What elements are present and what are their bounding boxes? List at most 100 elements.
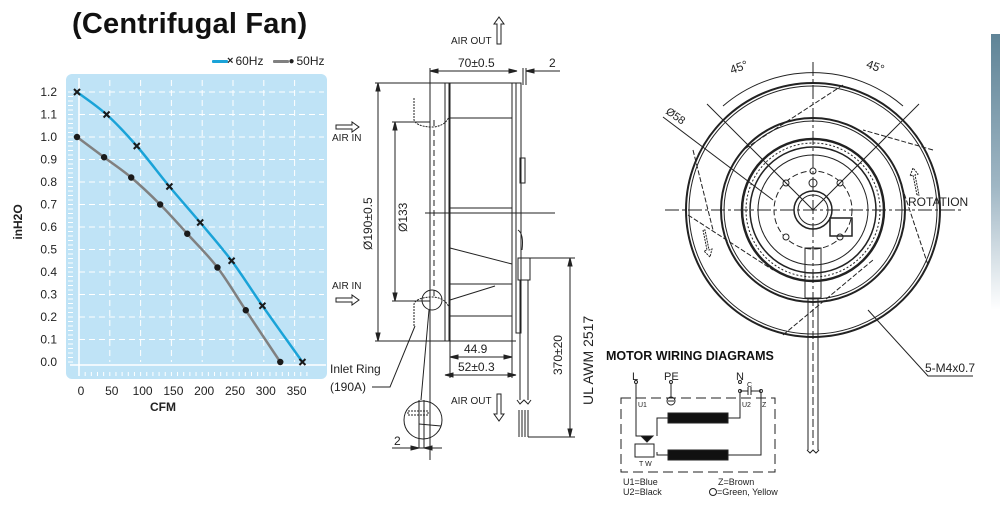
chart-legend: × 60Hz ● 50Hz: [212, 54, 325, 68]
inlet-ring-top: [413, 98, 451, 128]
data-point-x-marker: [298, 358, 307, 366]
performance-chart: 0.00.10.20.30.40.50.60.70.80.91.01.11.2 …: [11, 74, 327, 414]
terminal-l-label: L: [632, 371, 638, 383]
legend-marker-x-icon: ×: [227, 55, 234, 67]
y-axis-label: inH2O: [11, 204, 25, 239]
motor-enclosure: [620, 397, 776, 473]
legend-label-50hz: 50Hz: [296, 54, 325, 68]
dim-arrows-width: [429, 68, 518, 74]
cable-length-label: 370±20: [551, 335, 565, 375]
cable-break: [516, 399, 532, 405]
dim-52-label: 52±0.3: [458, 360, 495, 374]
air-out-down-arrow-icon: [493, 393, 505, 422]
thermal-protector-icon: [639, 435, 655, 443]
angle-ray-left: [706, 103, 814, 211]
series-60hz: [73, 88, 307, 366]
bolt-circle-leader: [662, 116, 774, 201]
bolt-circle-label: Ø58: [663, 106, 687, 128]
inlet-ring-leader: [372, 325, 416, 388]
legend-u2: U2=Black: [623, 487, 662, 497]
y-tick-label: 0.2: [40, 310, 57, 324]
data-point-dot-marker: [277, 358, 284, 366]
wire-tw-top: [656, 417, 668, 436]
back-plate: [515, 82, 522, 334]
wire-u2: [728, 392, 741, 419]
data-point-x-marker: [73, 88, 81, 96]
wiring-heading: MOTOR WIRING DIAGRAMS: [606, 349, 774, 363]
detail-circle: [421, 289, 443, 311]
u1-label: U1: [638, 402, 647, 409]
legend-u1: U1=Blue: [623, 477, 658, 487]
legend-item-60hz: × 60Hz: [212, 54, 263, 68]
blade-slant-2: [449, 285, 496, 301]
inlet-ring-bottom: [413, 296, 451, 326]
cable-dim-arrows: [567, 257, 573, 438]
rotation-label: ROTATION: [908, 195, 968, 209]
data-point-dot-marker: [73, 133, 81, 141]
air-in-bottom-arrow-icon: [335, 294, 360, 306]
dim-arrows-449: [449, 354, 513, 360]
dim-outer-dia-label: Ø190±0.5: [361, 197, 375, 250]
cable-bend: [517, 229, 523, 251]
inlet-ring-label-1: Inlet Ring: [330, 362, 381, 376]
data-point-x-marker: [227, 257, 236, 265]
detail-dim-arrows: [410, 445, 433, 451]
angle-arc: [722, 72, 904, 107]
blade-slant-1: [449, 247, 513, 265]
air-out-up-arrow-icon: [493, 16, 505, 45]
legend-item-50hz: ● 50Hz: [273, 54, 325, 68]
series-50hz: [73, 133, 284, 366]
plate-boss: [519, 157, 526, 184]
terminal-n-label: N: [736, 371, 744, 383]
legend-ground-icon: [709, 488, 717, 496]
cable-grommet: [517, 257, 531, 281]
capacitor-label: C: [747, 382, 752, 389]
front-cable-break: [806, 449, 820, 454]
page-title: (Centrifugal Fan): [72, 8, 308, 40]
data-point-dot-marker: [128, 174, 135, 181]
ground-icon: [666, 396, 676, 406]
x-tick-label: 350: [287, 384, 307, 398]
dim-449-label: 44.9: [464, 342, 488, 356]
legend-marker-dot-icon: ●: [288, 55, 295, 67]
label-plate: [829, 217, 853, 237]
x-tick-label: 50: [105, 384, 119, 398]
terminal-pe-label: PE: [664, 371, 679, 383]
wire-tw-bottom: [656, 452, 668, 456]
y-tick-label: 0.8: [40, 175, 57, 189]
dim-arrow-plate: [525, 68, 535, 74]
side-view-drawing: AIR OUT 70±0.5 2 370±20 UL AWM 2517 Ø190…: [330, 16, 596, 460]
data-point-x-marker: [196, 218, 204, 227]
data-point-dot-marker: [214, 264, 221, 271]
y-tick-label: 0.5: [40, 243, 57, 257]
impeller-blades: [687, 84, 934, 336]
data-point-dot-marker: [242, 307, 249, 314]
data-point-x-marker: [133, 142, 141, 150]
legend-label-60hz: 60Hz: [235, 54, 264, 68]
dim-plate-label: 2: [549, 56, 556, 70]
angle-left-label: 45°: [728, 57, 750, 76]
y-tick-label: 0.9: [40, 153, 57, 167]
wiring-diagram: MOTOR WIRING DIAGRAMS L PE N C U1 U2 Z T…: [606, 349, 778, 497]
angle-right-label: 45°: [864, 57, 886, 76]
x-axis-label: CFM: [150, 400, 176, 414]
cable-spec-label: UL AWM 2517: [580, 316, 596, 405]
x-tick-label: 200: [194, 384, 214, 398]
z-label: Z: [762, 402, 767, 409]
air-in-top-arrow-icon: [335, 121, 360, 133]
y-tick-label: 0.1: [40, 333, 57, 347]
detail-line-c: [418, 423, 442, 427]
chart-series: [73, 88, 307, 366]
angle-ray-right: [812, 103, 920, 211]
detail-hatch: [407, 410, 429, 416]
housing-body: [449, 82, 513, 342]
dim-arrows-52: [444, 372, 517, 378]
y-tick-label: 0.0: [40, 355, 57, 369]
detail-leader: [420, 309, 430, 401]
data-point-dot-marker: [100, 154, 108, 161]
dim-width-label: 70±0.5: [458, 56, 495, 70]
detail-view-circle: [403, 400, 443, 440]
inlet-ring-label-2: (190A): [330, 380, 366, 394]
legend-ground: =Green, Yellow: [717, 487, 778, 497]
y-tick-label: 0.3: [40, 288, 57, 302]
